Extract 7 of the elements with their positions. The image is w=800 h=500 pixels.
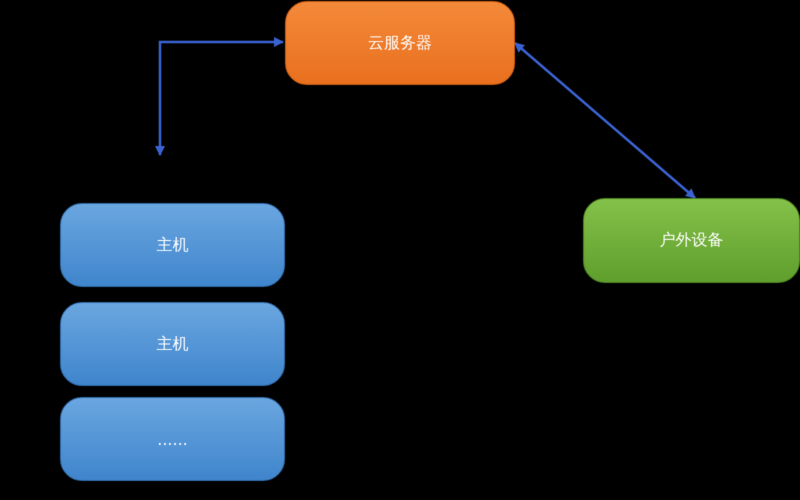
arrow	[514, 42, 696, 199]
host-box: ......	[60, 397, 285, 481]
host-box: 主机	[60, 302, 285, 386]
device-box: 户外设备	[583, 198, 800, 283]
server-box: 云服务器	[285, 1, 515, 85]
arrow	[155, 37, 284, 156]
host-box: 主机	[60, 203, 285, 287]
